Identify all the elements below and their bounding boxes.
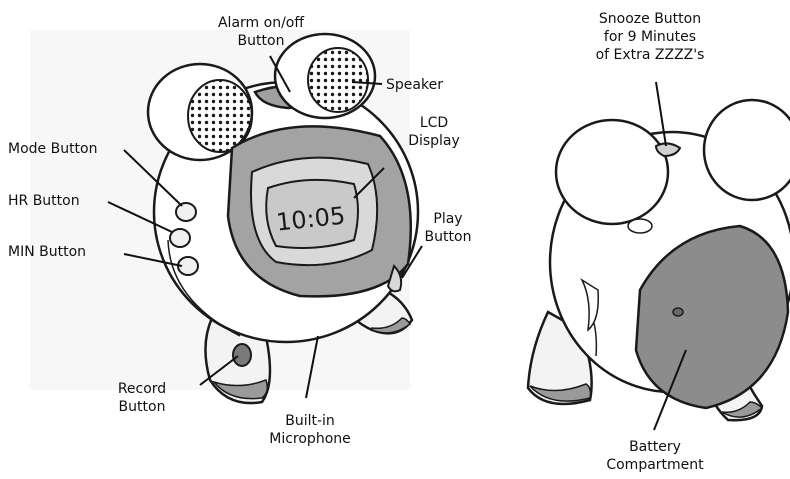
- lcd-display-label: LCD Display: [392, 114, 476, 150]
- hr-button-shape: [170, 229, 190, 247]
- mode-button-shape: [176, 203, 196, 221]
- microphone-label: Built-in Microphone: [250, 412, 370, 448]
- mode-button-label: Mode Button: [8, 140, 98, 158]
- record-button-shape: [233, 344, 251, 366]
- speaker-label: Speaker: [386, 76, 443, 94]
- record-button-label: Record Button: [94, 380, 190, 416]
- back-left-ear: [556, 120, 668, 224]
- hr-button-label: HR Button: [8, 192, 80, 210]
- snooze-button-label: Snooze Button for 9 Minutes of Extra ZZZ…: [560, 10, 740, 64]
- min-button-label: MIN Button: [8, 243, 86, 261]
- play-button-label: Play Button: [412, 210, 484, 246]
- battery-screw: [673, 308, 683, 316]
- back-right-ear: [704, 100, 790, 200]
- battery-compartment-label: Battery Compartment: [590, 438, 720, 474]
- back-clock: [528, 100, 790, 420]
- alarm-button-label: Alarm on/off Button: [196, 14, 326, 50]
